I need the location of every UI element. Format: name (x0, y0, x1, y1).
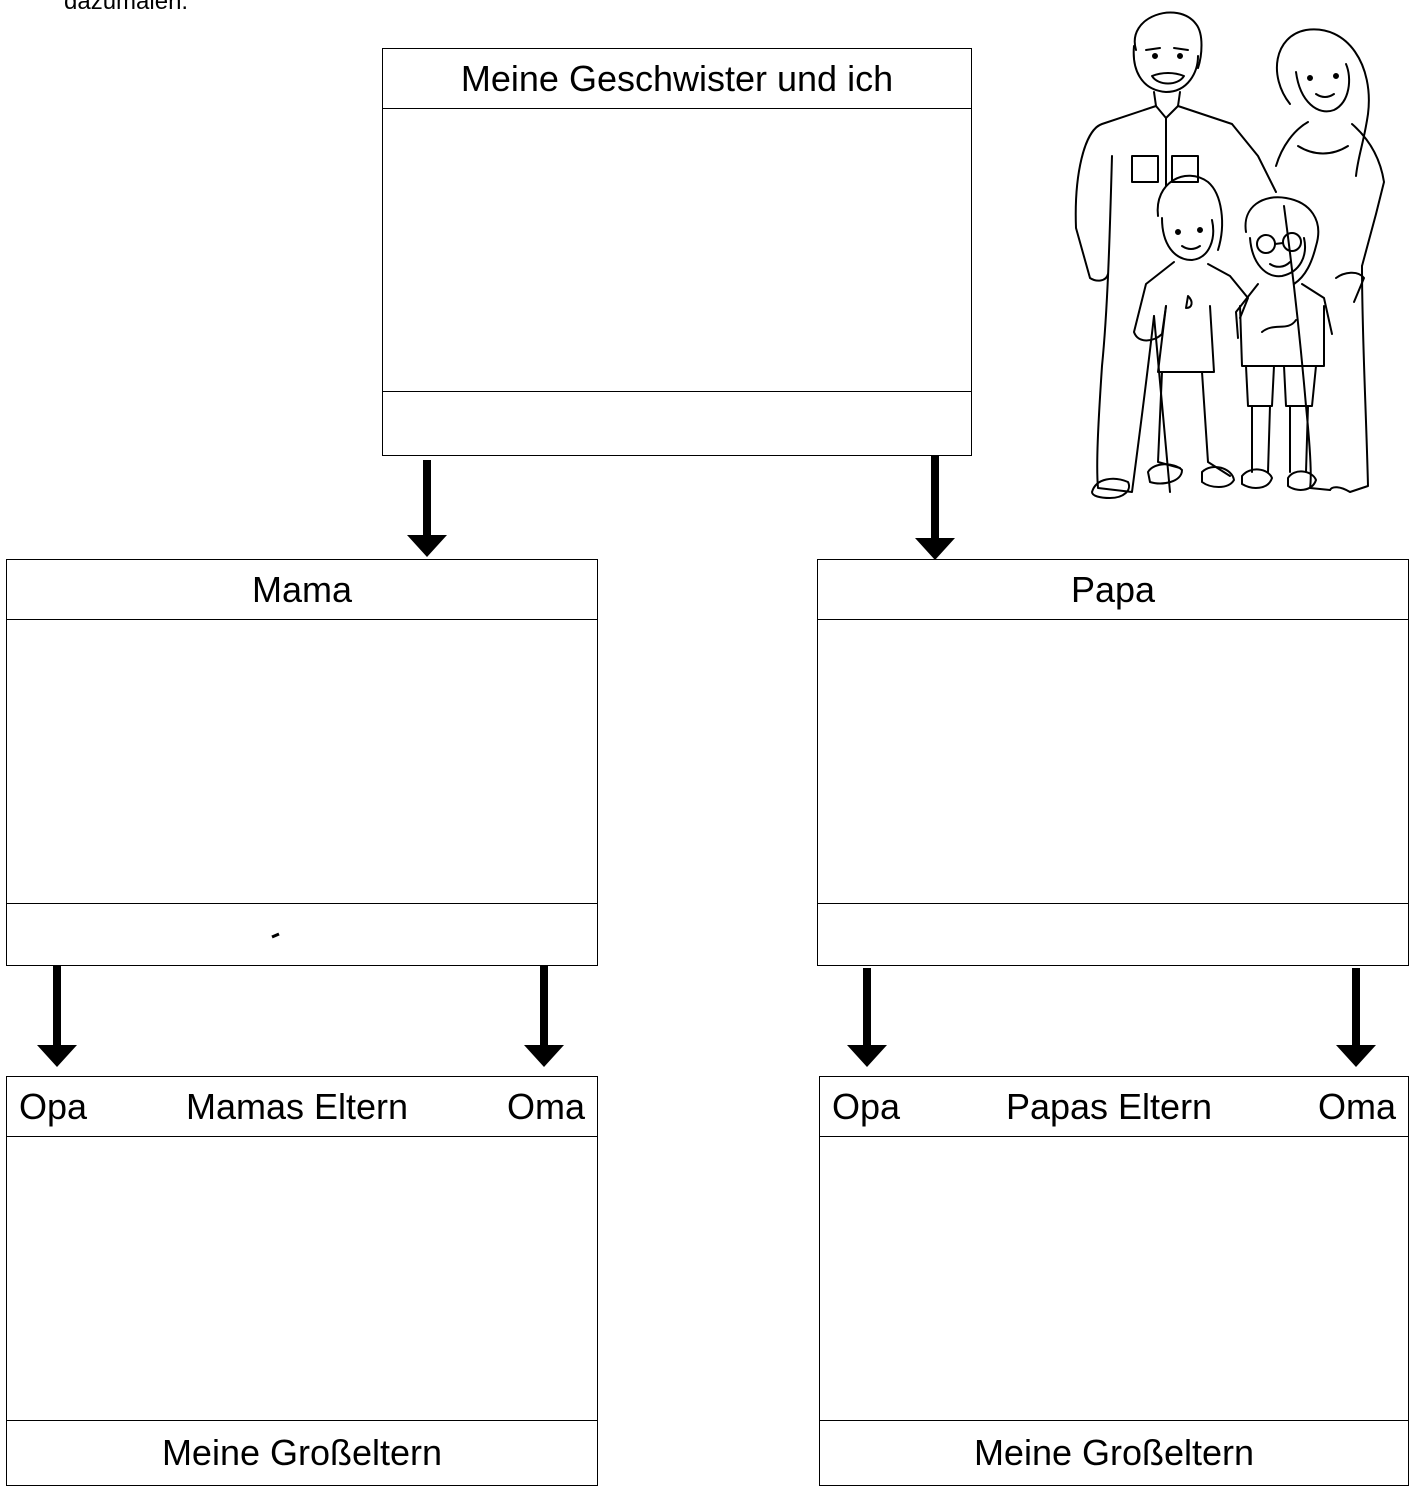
papa-card-title: Papa (818, 560, 1408, 620)
papa-parents-opa-label: Opa (832, 1085, 901, 1127)
papa-parents-header: Opa Papas Eltern Oma (820, 1077, 1408, 1137)
mama-card-title: Mama (7, 560, 597, 620)
mama-parents-oma-label: Oma (506, 1085, 585, 1127)
pencil-mark (271, 932, 280, 939)
mama-card: Mama (6, 559, 598, 966)
intro-text: dazumalen. (64, 0, 189, 15)
arrow-siblings-to-mama (407, 460, 447, 557)
papa-parents-card: Opa Papas Eltern Oma Meine Großeltern (819, 1076, 1409, 1486)
papa-name-field[interactable] (818, 903, 1408, 965)
mama-parents-title: Mamas Eltern (185, 1085, 409, 1127)
father-figure (1074, 11, 1277, 499)
girl-figure (1133, 174, 1249, 488)
papa-parents-footer: Meine Großeltern (820, 1420, 1408, 1485)
family-drawing-icon (1074, 11, 1385, 499)
mama-parents-footer: Meine Großeltern (7, 1420, 597, 1485)
arrow-mama-to-oma (524, 966, 564, 1067)
mama-parents-header: Opa Mamas Eltern Oma (7, 1077, 597, 1137)
siblings-card: Meine Geschwister und ich (382, 48, 972, 456)
papa-parents-title: Papas Eltern (1005, 1085, 1213, 1127)
mother-figure (1275, 28, 1385, 493)
papa-card: Papa (817, 559, 1409, 966)
siblings-name-field[interactable] (383, 391, 971, 455)
papa-parents-oma-label: Oma (1317, 1085, 1396, 1127)
arrow-papa-to-oma (1336, 968, 1376, 1067)
mama-name-field[interactable] (7, 903, 597, 965)
siblings-card-title: Meine Geschwister und ich (383, 49, 971, 109)
mama-parents-card: Opa Mamas Eltern Oma Meine Großeltern (6, 1076, 598, 1486)
boy-figure (1235, 196, 1333, 491)
arrow-papa-to-opa (847, 968, 887, 1067)
arrow-siblings-to-papa (915, 456, 955, 560)
mama-parents-opa-label: Opa (19, 1085, 88, 1127)
arrow-mama-to-opa (37, 966, 77, 1067)
